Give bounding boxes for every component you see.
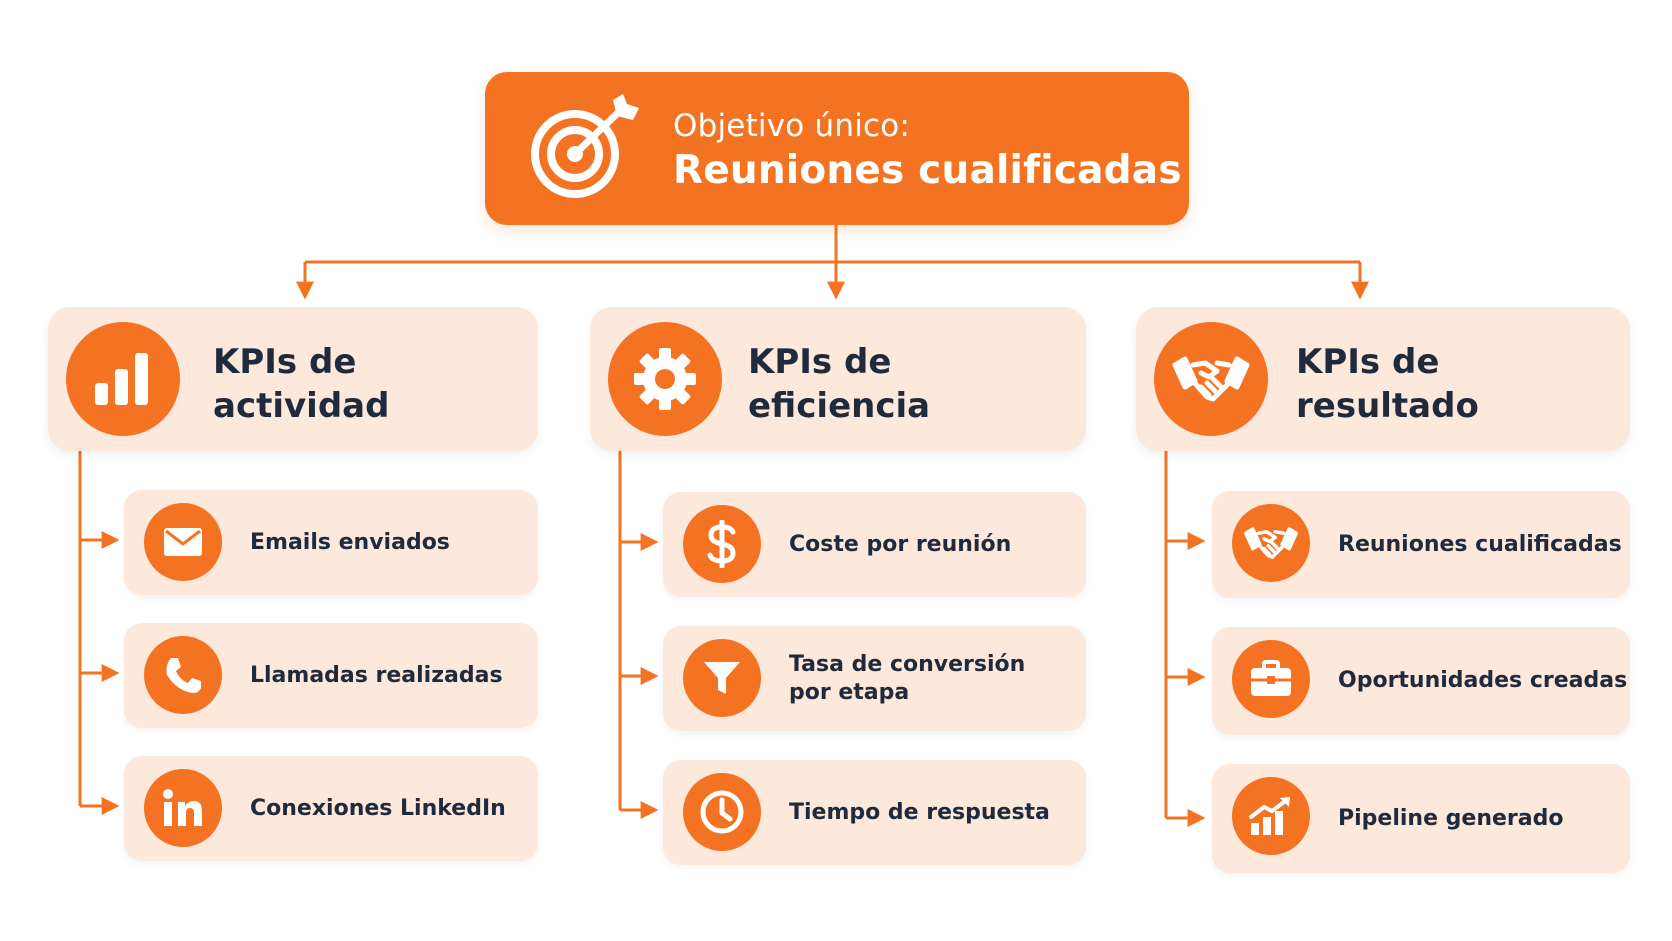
dollar-icon (707, 520, 736, 568)
item-icon-circle (1232, 777, 1310, 855)
item-icon-circle (683, 505, 761, 583)
gear-icon (634, 348, 696, 410)
growth-chart-icon (1249, 797, 1290, 835)
item-label: Emails enviados (250, 529, 450, 555)
category-icon-circle (608, 322, 722, 436)
category-icon-circle (1154, 322, 1268, 436)
item-icon-circle (144, 769, 222, 847)
item-label: Reuniones cualificadas (1338, 531, 1622, 557)
objective-subtitle: Objetivo único: (673, 108, 911, 144)
kpi-item-pipeline: Pipeline generado (1212, 764, 1630, 873)
item-label: Tiempo de respuesta (789, 799, 1050, 825)
item-icon-circle (683, 639, 761, 717)
category-card-resultado: KPIs de resultado (1136, 307, 1630, 451)
item-icon-circle (683, 773, 761, 851)
phone-icon (166, 658, 201, 693)
category-title: KPIs de actividad (213, 342, 390, 426)
bar-chart-icon (95, 353, 148, 405)
target-icon (531, 94, 639, 198)
item-icon-circle (1232, 640, 1310, 718)
item-icon-circle (144, 636, 222, 714)
item-label: Tasa de conversión por etapa (789, 651, 1026, 705)
item-label: Conexiones LinkedIn (250, 795, 506, 821)
kpi-item-emails: Emails enviados (124, 490, 538, 595)
kpi-item-tiempo: Tiempo de respuesta (663, 760, 1086, 865)
item-label: Llamadas realizadas (250, 662, 503, 688)
item-icon-circle (144, 503, 222, 581)
category-title: KPIs de eficiencia (748, 342, 931, 426)
kpi-item-oportunidades: Oportunidades creadas (1212, 627, 1630, 735)
envelope-icon (164, 528, 202, 556)
category-title: KPIs de resultado (1296, 342, 1479, 426)
category-icon-circle (66, 322, 180, 436)
linkedin-icon (163, 789, 202, 826)
item-label: Oportunidades creadas (1338, 668, 1628, 693)
kpi-item-linkedin: Conexiones LinkedIn (124, 756, 538, 861)
item-label: Pipeline generado (1338, 805, 1564, 831)
funnel-icon (704, 662, 740, 694)
briefcase-icon (1251, 660, 1291, 696)
kpi-item-reuniones: Reuniones cualificadas (1212, 491, 1630, 598)
objective-title: Reuniones cualificadas (673, 148, 1182, 193)
clock-icon (700, 790, 744, 834)
category-card-actividad: KPIs de actividad (48, 307, 538, 451)
handshake-icon (1244, 527, 1298, 559)
kpi-item-coste: Coste por reunión (663, 492, 1086, 597)
kpi-item-llamadas: Llamadas realizadas (124, 623, 538, 728)
objective-box: Objetivo único: Reuniones cualificadas (485, 72, 1189, 225)
kpi-item-conversion: Tasa de conversión por etapa (663, 626, 1086, 731)
category-card-eficiencia: KPIs de eficiencia (590, 307, 1086, 451)
item-icon-circle (1232, 504, 1310, 582)
handshake-icon (1172, 356, 1250, 402)
item-label: Coste por reunión (789, 531, 1012, 557)
